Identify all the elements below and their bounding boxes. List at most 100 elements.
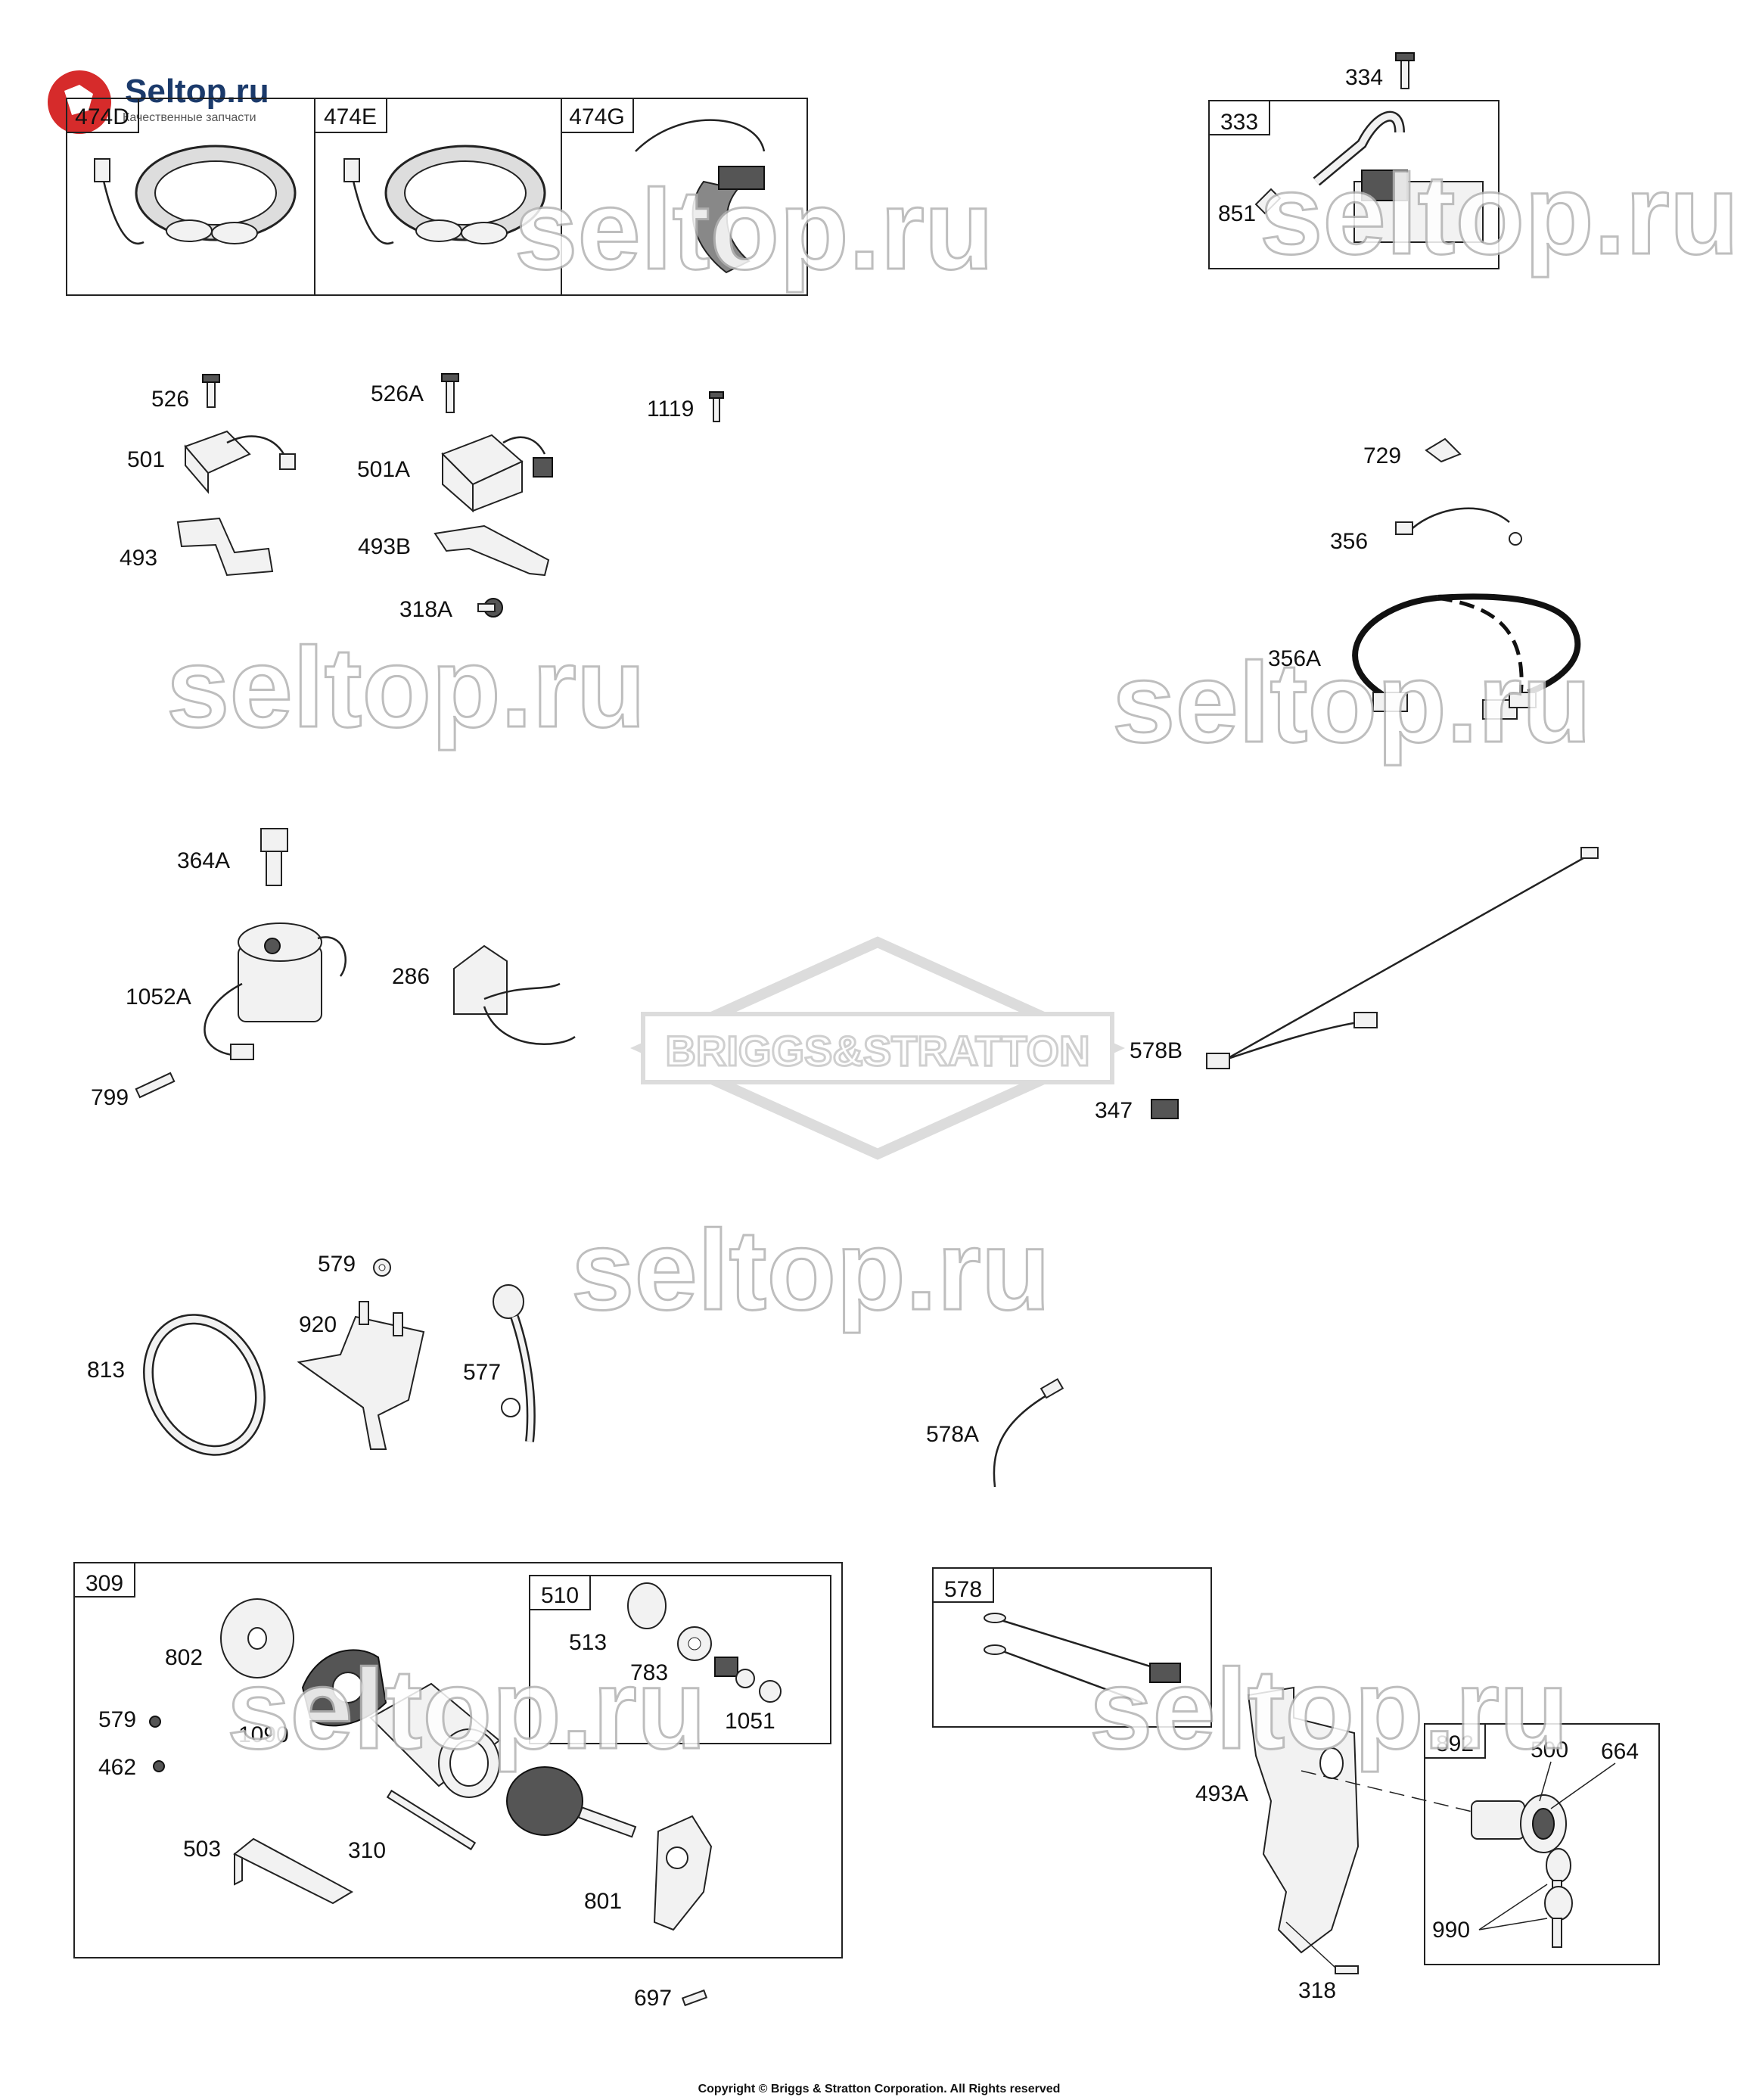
bracket-icon [176, 517, 274, 577]
label-579b: 579 [98, 1707, 136, 1732]
starter-box-309: 309 802 579 1090 462 503 310 [73, 1562, 843, 1958]
screw-icon [1335, 1965, 1359, 1974]
label-493b: 493B [358, 534, 411, 559]
nut-icon [373, 1258, 391, 1277]
label-503: 503 [183, 1837, 221, 1862]
screw-icon [681, 1989, 708, 2007]
stator-box-474g: 474G [561, 98, 808, 296]
box-label-309: 309 [85, 1571, 123, 1596]
stator-icon [94, 145, 297, 244]
screw-icon [1395, 52, 1415, 89]
watermark: seltop.ru [1112, 639, 1591, 766]
spark-plug-boot-icon [493, 1284, 536, 1442]
label-318: 318 [1298, 1978, 1336, 2003]
ignition-coil-icon [1254, 110, 1484, 243]
armature-icon [506, 1766, 637, 1838]
ground-wire-icon [1395, 507, 1522, 546]
box-label-578: 578 [944, 1577, 982, 1602]
label-578a: 578A [926, 1422, 979, 1447]
label-1090: 1090 [238, 1722, 289, 1747]
label-334: 334 [1345, 65, 1383, 90]
nut-icon [153, 1760, 165, 1772]
label-493a: 493A [1195, 1781, 1248, 1806]
label-990: 990 [1432, 1918, 1470, 1943]
label-526: 526 [151, 387, 189, 412]
label-493: 493 [120, 546, 157, 571]
logo-fist-icon [64, 85, 93, 115]
bolt-icon [386, 1789, 477, 1851]
label-813: 813 [87, 1358, 125, 1383]
solenoid-icon [204, 922, 347, 1060]
box-label-892: 892 [1436, 1731, 1474, 1756]
end-cap-icon [220, 1598, 294, 1678]
label-356a: 356A [1268, 646, 1321, 671]
regulator-icon [441, 434, 553, 513]
label-579: 579 [318, 1252, 356, 1277]
site-logo[interactable]: Seltop.ru Качественные запчасти [48, 70, 269, 134]
stator-box-474d: 474D [66, 98, 315, 296]
label-501: 501 [127, 447, 165, 472]
label-783: 783 [630, 1660, 668, 1685]
brand-watermark-text: BRIGGS&STRATTON [665, 1027, 1089, 1075]
bracket-icon [233, 1837, 354, 1905]
label-697: 697 [634, 1986, 672, 2011]
cable-box-578: 578 [932, 1567, 1212, 1728]
rectifier-icon [453, 944, 576, 1045]
bracket-icon [434, 524, 550, 577]
label-1119: 1119 [647, 397, 694, 422]
label-920: 920 [299, 1312, 337, 1337]
screw-icon [441, 373, 459, 413]
label-578b: 578B [1130, 1038, 1183, 1063]
box-label-474g: 474G [569, 104, 624, 129]
nut-icon [149, 1716, 161, 1728]
label-577: 577 [463, 1360, 501, 1385]
key-icon [1544, 1886, 1573, 1948]
drive-kit-box-510: 510 513 783 1051 [529, 1575, 831, 1744]
label-500: 500 [1531, 1738, 1568, 1762]
watermark: seltop.ru [571, 1206, 1050, 1333]
key-switch-icon [1471, 1794, 1567, 1853]
wire-icon [993, 1378, 1064, 1488]
ignition-coil-box-333: 333 851 [1208, 100, 1500, 269]
label-318a: 318A [399, 597, 452, 622]
dash-bracket-icon [1247, 1686, 1476, 1954]
watermark: seltop.ru [1260, 151, 1739, 278]
pinion-icon [627, 1582, 667, 1629]
drive-end-cap-icon [653, 1815, 713, 1931]
screw-icon [709, 391, 724, 422]
wire-harness-icon [1206, 847, 1599, 1069]
label-851: 851 [1218, 201, 1256, 226]
screw-icon [477, 598, 503, 618]
stator-box-474e: 474E [314, 98, 562, 296]
box-label-474e: 474E [324, 104, 377, 129]
box-label-510: 510 [541, 1583, 579, 1608]
regulator-icon [184, 430, 296, 494]
sensor-icon [260, 828, 288, 886]
screw-icon [202, 374, 220, 408]
terminal-icon [1425, 437, 1462, 463]
brand-watermark: BRIGGS&STRATTON [629, 936, 1126, 1160]
label-364a: 364A [177, 848, 230, 873]
logo-name: Seltop.ru [125, 73, 269, 110]
label-310: 310 [348, 1838, 386, 1863]
washer-icon [735, 1669, 782, 1703]
label-347: 347 [1095, 1098, 1133, 1123]
label-802: 802 [165, 1645, 203, 1670]
screw-icon [135, 1072, 176, 1099]
label-462: 462 [98, 1755, 136, 1780]
switch-icon [1151, 1099, 1179, 1119]
label-526a: 526A [371, 381, 424, 406]
watermark: seltop.ru [227, 1645, 706, 1772]
label-801: 801 [584, 1889, 622, 1914]
starter-motor-icon [369, 1682, 501, 1798]
wire-harness-icon [984, 1613, 1181, 1704]
wire-harness-icon [1352, 593, 1581, 720]
label-286: 286 [392, 964, 430, 989]
copyright: Copyright © Briggs & Stratton Corporatio… [698, 2083, 1061, 2095]
watermark: seltop.ru [1089, 1645, 1568, 1772]
box-label-474d: 474D [75, 104, 129, 129]
label-1051: 1051 [725, 1709, 775, 1734]
watermark: seltop.ru [166, 624, 645, 751]
box-label-333: 333 [1220, 110, 1258, 135]
